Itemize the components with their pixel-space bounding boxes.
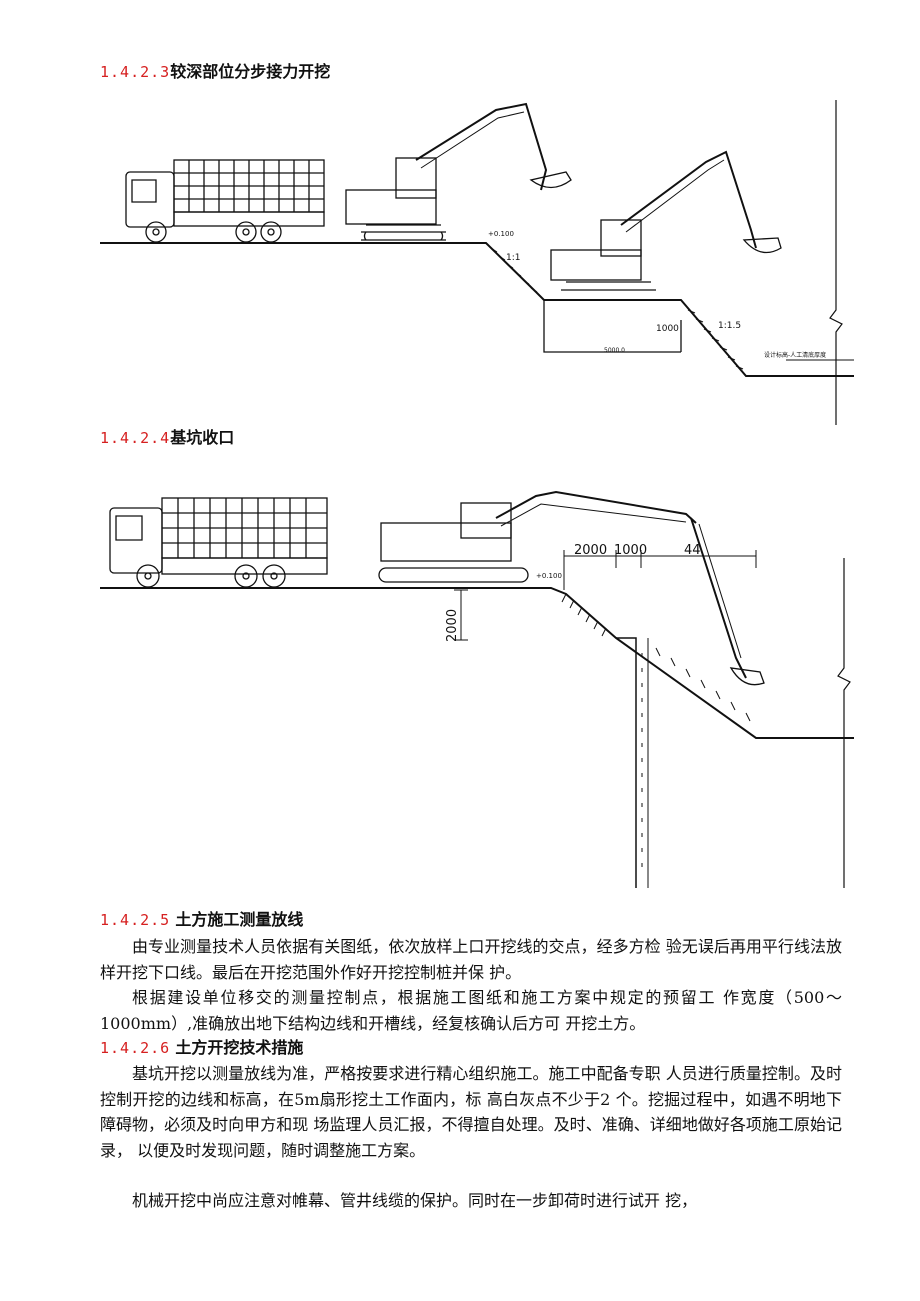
section-title: 基坑收口 <box>170 428 235 447</box>
section-number: 1.4.2.6 <box>100 1039 171 1057</box>
excavator-2 <box>550 150 782 291</box>
paragraph: 基坑开挖以测量放线为准，严格按要求进行精心组织施工。施工中配备专职 人员进行质量… <box>100 1064 842 1160</box>
dimension-2000: 2000 <box>574 543 607 558</box>
dump-truck-2 <box>109 497 328 588</box>
slope-label-upper: 1:1 <box>506 253 520 263</box>
section-number: 1.4.2.4 <box>100 429 171 447</box>
section-heading-1423: 1.4.2.3较深部位分步接力开挖 <box>100 62 330 82</box>
staged-excavation-diagram: +0.100 1:1 1000 1:1.5 5000.0 设计标高-人工清底厚度 <box>100 100 854 425</box>
long-reach-excavator <box>378 490 765 686</box>
design-note: 设计标高-人工清底厚度 <box>764 351 826 359</box>
section-title: 土方施工测量放线 <box>175 910 304 929</box>
pit-closing-diagram: 2000 1000 44 +0.100 2000 <box>100 490 854 888</box>
slope-label-lower: 1:1.5 <box>718 321 741 331</box>
paragraph: 机械开挖中尚应注意对帷幕、管井线缆的保护。同时在一步卸荷时进行试开 挖， <box>132 1191 698 1210</box>
dimension-44: 44 <box>684 543 701 558</box>
dimension-1000: 1000 <box>614 543 647 558</box>
paragraph: 由专业测量技术人员依据有关图纸，依次放样上口开挖线的交点，经多方检 验无误后再用… <box>100 937 842 982</box>
section-number: 1.4.2.3 <box>100 63 171 81</box>
section-heading-1426: 1.4.2.6 土方开挖技术措施 <box>100 1038 303 1058</box>
depth-dimension: 2000 <box>445 609 460 642</box>
dump-truck-1 <box>125 159 325 243</box>
elevation-label: +0.100 <box>536 572 562 580</box>
depth-label: 1000 <box>656 324 679 334</box>
section-title: 土方开挖技术措施 <box>175 1038 304 1057</box>
width-label: 5000.0 <box>604 347 625 354</box>
section-title: 较深部位分步接力开挖 <box>170 62 331 81</box>
section-number: 1.4.2.5 <box>100 911 171 929</box>
paragraph: 根据建设单位移交的测量控制点，根据施工图纸和施工方案中规定的预留工 作宽度（50… <box>100 988 842 1033</box>
section-heading-1424: 1.4.2.4基坑收口 <box>100 428 234 448</box>
section-heading-1425: 1.4.2.5 土方施工测量放线 <box>100 910 303 930</box>
excavator-1 <box>345 102 572 241</box>
elevation-label: +0.100 <box>488 230 514 238</box>
